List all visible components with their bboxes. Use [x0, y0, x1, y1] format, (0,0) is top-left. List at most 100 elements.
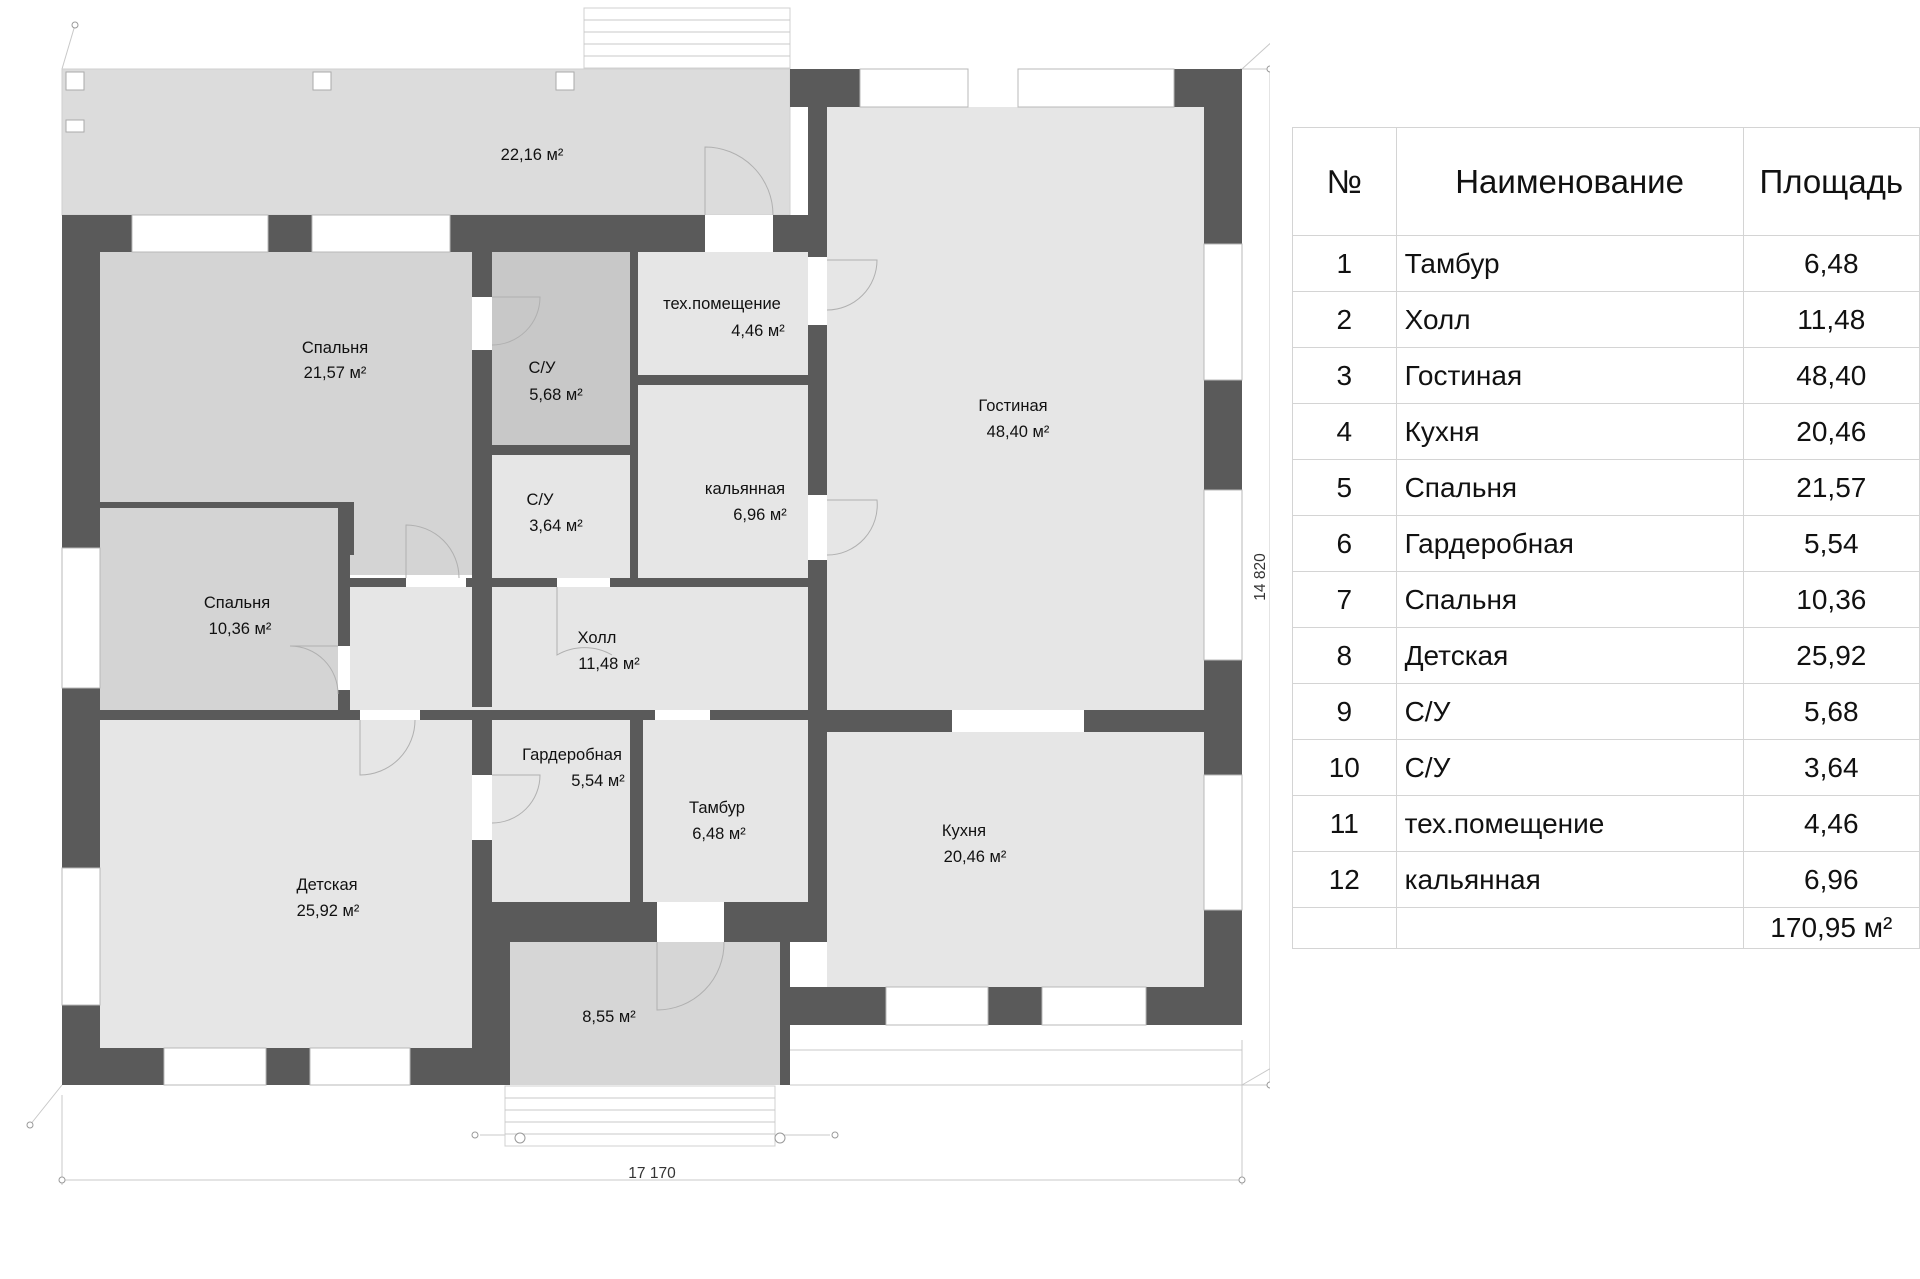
row-num: 4	[1292, 403, 1397, 460]
dimension-lines	[29, 7, 1270, 1185]
porch	[510, 942, 780, 1085]
row-area: 20,46	[1742, 403, 1920, 460]
room-name-bedroom1: Спальня	[302, 339, 368, 357]
row-num: 11	[1292, 795, 1397, 852]
row-num: 12	[1292, 851, 1397, 908]
floor-vestibule	[643, 720, 808, 902]
terrace	[61, 68, 791, 216]
row-area: 10,36	[1742, 571, 1920, 628]
room-name-wc1: С/У	[529, 359, 557, 377]
row-area: 48,40	[1742, 347, 1920, 404]
row-area: 21,57	[1742, 459, 1920, 516]
row-area: 4,46	[1742, 795, 1920, 852]
row-num: 2	[1292, 291, 1397, 348]
room-area-kitchen: 20,46 м²	[944, 848, 1007, 866]
room-name-bedroom2: Спальня	[204, 594, 270, 612]
row-name: С/У	[1395, 739, 1744, 796]
row-name: С/У	[1395, 683, 1744, 740]
row-name: кальянная	[1395, 851, 1744, 908]
door-swings	[289, 146, 878, 1011]
room-name-tech: тех.помещение	[663, 295, 781, 313]
row-num: 1	[1292, 235, 1397, 292]
floor-living	[827, 107, 1204, 710]
terrace-posts	[65, 71, 575, 133]
room-labels: Спальня 21,57 м² С/У 5,68 м² тех.помещен…	[204, 146, 1050, 1026]
row-name: Тамбур	[1395, 235, 1744, 292]
room-area-bedroom2: 10,36 м²	[209, 620, 272, 638]
room-area-living: 48,40 м²	[987, 423, 1050, 441]
row-name: Холл	[1395, 291, 1744, 348]
floor-kids	[100, 720, 472, 1048]
header-name: Наименование	[1395, 127, 1744, 236]
opening-fills	[657, 215, 1084, 942]
dimension-height: 14 820	[1252, 553, 1269, 601]
floor-kitchen	[827, 732, 1204, 987]
row-num: 6	[1292, 515, 1397, 572]
room-name-wc2: С/У	[527, 491, 555, 509]
floor-plan: Спальня 21,57 м² С/У 5,68 м² тех.помещен…	[26, 7, 1270, 1185]
row-area: 3,64	[1742, 739, 1920, 796]
row-name: Гостиная	[1395, 347, 1744, 404]
room-area-kids: 25,92 м²	[297, 902, 360, 920]
row-num: 5	[1292, 459, 1397, 516]
dimension-width: 17 170	[628, 1165, 676, 1182]
header-num: №	[1292, 127, 1397, 236]
walls	[62, 69, 1242, 1085]
header-area: Площадь	[1742, 127, 1920, 236]
room-area-tech: 4,46 м²	[731, 322, 785, 340]
floor-wc1	[492, 250, 630, 445]
room-area-wc1: 5,68 м²	[529, 386, 583, 404]
room-area-hall: 11,48 м²	[578, 655, 640, 673]
total-empty-num	[1292, 907, 1397, 949]
room-name-hall: Холл	[578, 629, 617, 647]
row-area: 11,48	[1742, 291, 1920, 348]
total-empty-name	[1395, 907, 1744, 949]
row-num: 7	[1292, 571, 1397, 628]
row-num: 9	[1292, 683, 1397, 740]
windows	[61, 68, 1243, 1086]
terrace-area: 22,16 м²	[501, 146, 564, 164]
room-name-kitchen: Кухня	[942, 822, 986, 840]
room-floors	[100, 107, 1204, 1048]
room-name-vestibule: Тамбур	[689, 799, 745, 817]
row-num: 3	[1292, 347, 1397, 404]
row-name: тех.помещение	[1395, 795, 1744, 852]
row-area: 6,48	[1742, 235, 1920, 292]
room-area-vestibule: 6,48 м²	[692, 825, 746, 843]
row-name: Спальня	[1395, 459, 1744, 516]
row-name: Кухня	[1395, 403, 1744, 460]
room-area-hookah: 6,96 м²	[733, 506, 787, 524]
floor-bedroom2	[100, 508, 338, 710]
floor-wardrobe	[492, 720, 630, 902]
floor-hall	[350, 587, 808, 710]
room-name-wardrobe: Гардеробная	[522, 746, 622, 764]
floor-tech	[638, 250, 808, 375]
room-area-wc2: 3,64 м²	[529, 517, 583, 535]
room-name-kids: Детская	[296, 876, 357, 894]
row-name: Спальня	[1395, 571, 1744, 628]
row-name: Детская	[1395, 627, 1744, 684]
floor-wc2	[492, 455, 630, 578]
table-total-row: 170,95 м²	[1292, 907, 1920, 949]
row-name: Гардеробная	[1395, 515, 1744, 572]
row-area: 25,92	[1742, 627, 1920, 684]
porch-area: 8,55 м²	[582, 1008, 636, 1026]
dimension-ticks	[26, 21, 1270, 1184]
floor-bedroom1	[100, 250, 472, 575]
row-area: 6,96	[1742, 851, 1920, 908]
floor-hookah	[638, 385, 808, 578]
table-header-row: № Наименование Площадь	[1292, 127, 1920, 236]
total-area: 170,95 м²	[1742, 907, 1920, 949]
